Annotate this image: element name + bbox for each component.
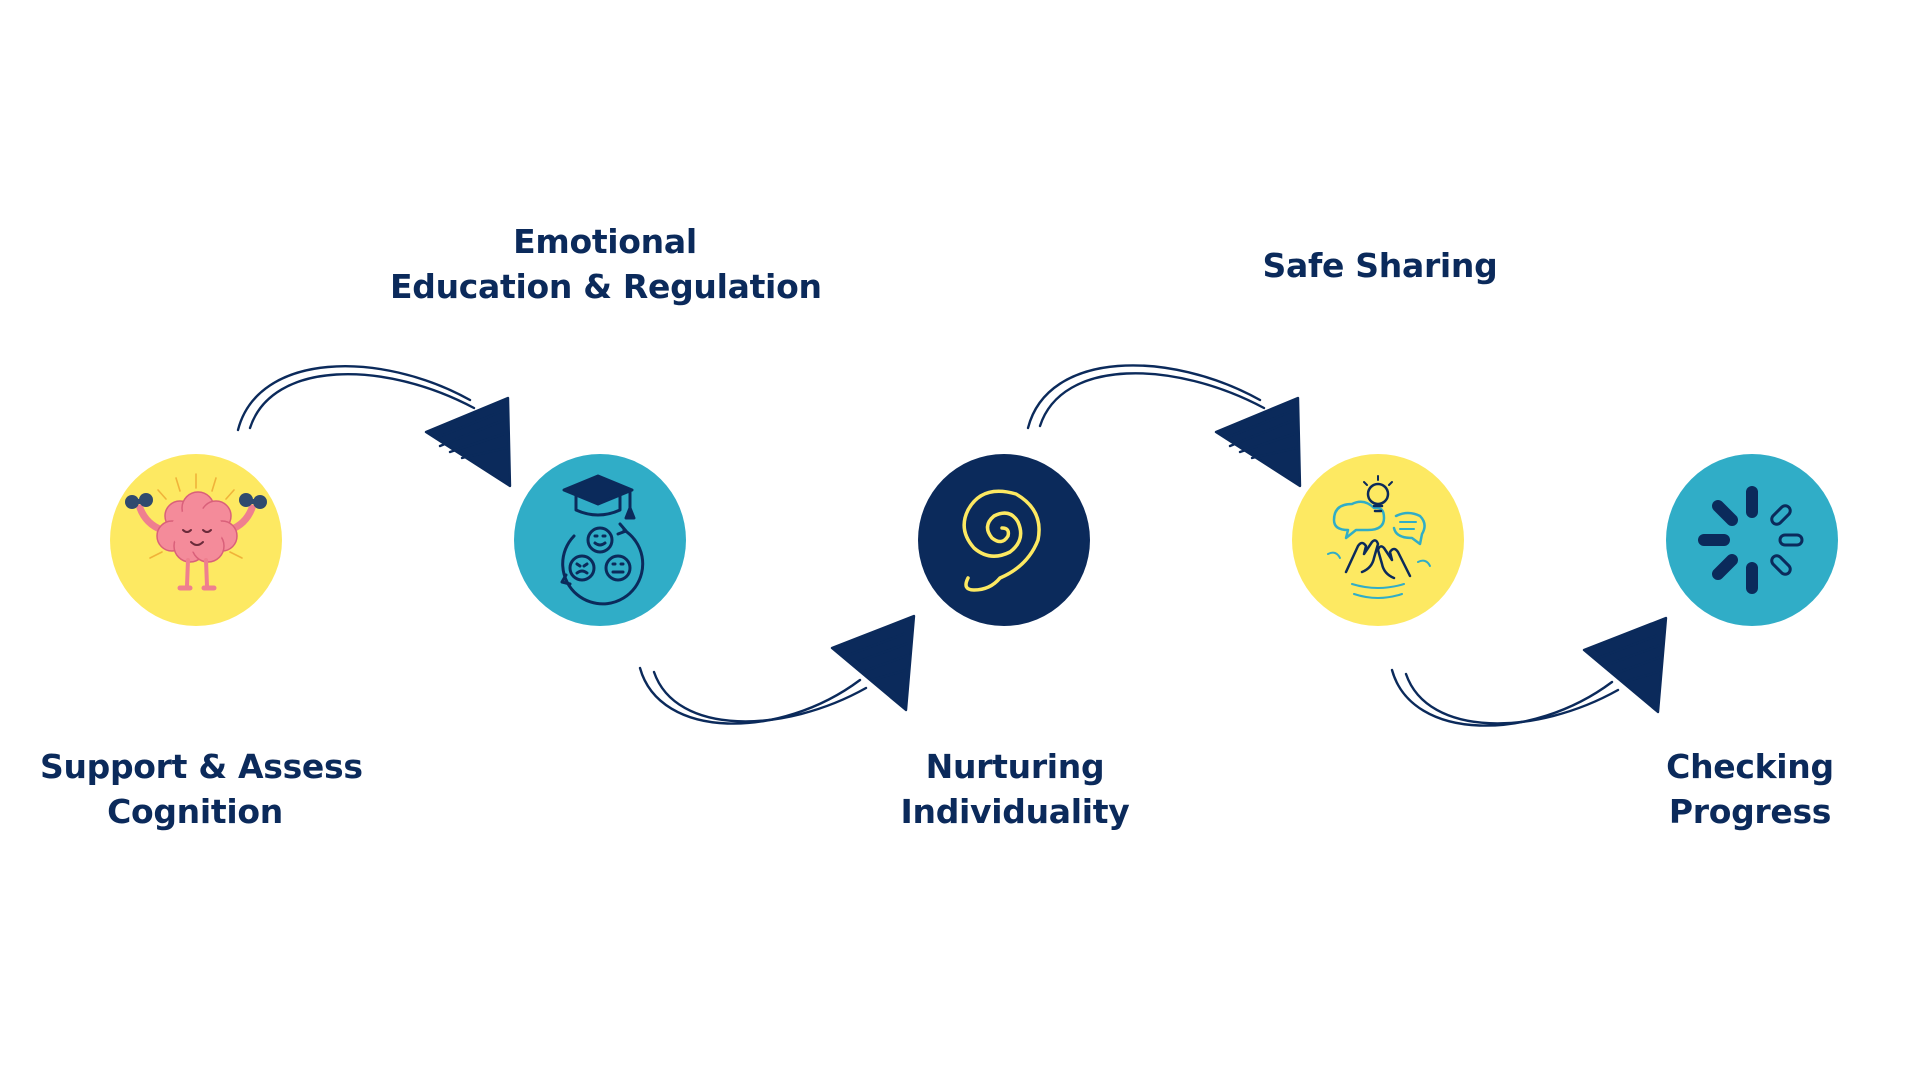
step-label-cognition: Support & Assess Cognition — [40, 744, 363, 834]
step-label-sharing: Safe Sharing — [1230, 243, 1530, 288]
step-circle-individuality — [918, 454, 1090, 626]
step-label-progress-line-1: Checking — [1666, 747, 1834, 786]
step-label-emotional: Emotional Education & Regulation — [390, 219, 822, 309]
step-label-cognition-line-2: Cognition — [107, 792, 283, 831]
step-label-progress-line-2: Progress — [1668, 792, 1832, 831]
step-circle-sharing — [1292, 454, 1464, 626]
sharing-hands-ideas-icon — [1327, 475, 1431, 599]
step-label-sharing-line-1: Safe Sharing — [1262, 246, 1498, 285]
step-circle-cognition — [110, 454, 282, 626]
loading-spinner-icon — [1698, 486, 1804, 594]
graduation-cap-emotions-icon — [560, 474, 645, 606]
spiral-ear-icon — [962, 489, 1041, 592]
step-circle-emotional — [514, 454, 686, 626]
step-circle-progress — [1666, 454, 1838, 626]
brain-with-dumbbells-icon — [125, 473, 267, 591]
arrow-emotional-to-individuality — [638, 614, 916, 725]
step-label-individuality-line-2: Individuality — [900, 792, 1130, 831]
arrow-sharing-to-progress — [1390, 616, 1668, 727]
step-label-progress: Checking Progress — [1600, 744, 1900, 834]
step-label-individuality: Nurturing Individuality — [860, 744, 1170, 834]
step-label-emotional-line-2: Education & Regulation — [390, 267, 822, 306]
step-label-emotional-line-1: Emotional — [513, 222, 697, 261]
step-label-individuality-line-1: Nurturing — [925, 747, 1105, 786]
step-label-cognition-line-1: Support & Assess — [40, 747, 363, 786]
